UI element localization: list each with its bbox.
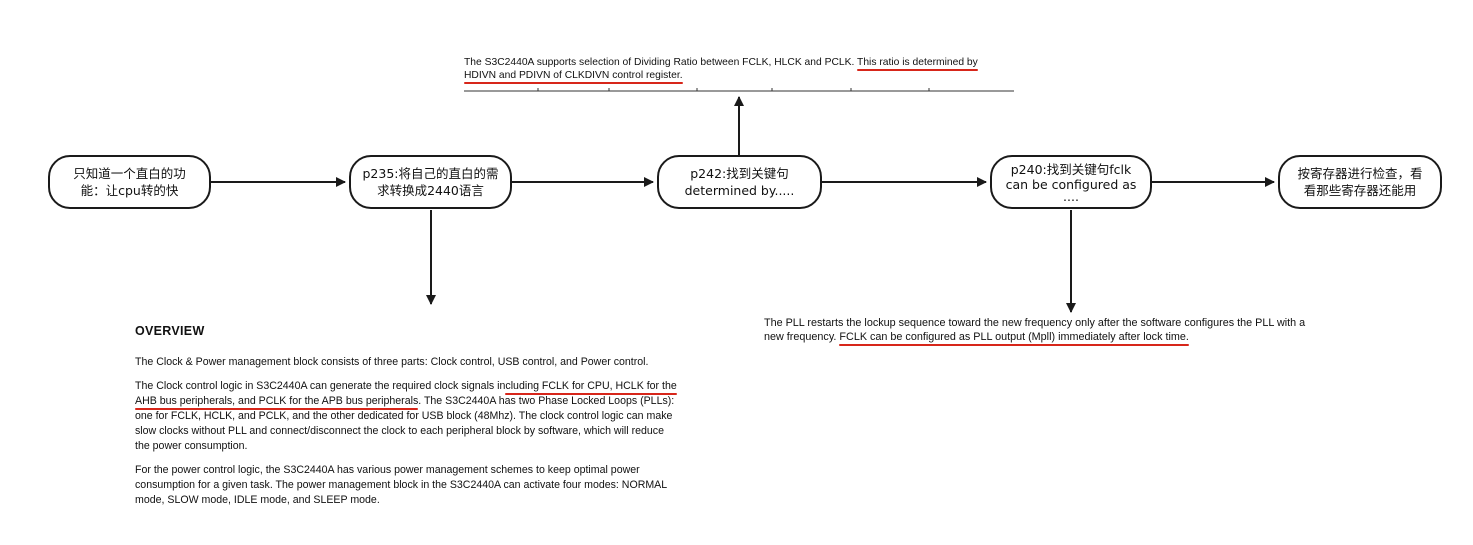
node-p235[interactable]: p235:将自己的直白的需 求转换成2440语言 xyxy=(349,155,512,209)
overview-paragraph-2: The Clock control logic in S3C2440A can … xyxy=(135,379,735,454)
excerpt-text: mode, SLOW mode, IDLE mode, and SLEEP mo… xyxy=(135,494,380,506)
underlined-phrase: This ratio is determined by xyxy=(857,57,978,71)
underlined-phrase: FCLK can be configured as PLL output (Mp… xyxy=(839,331,1189,346)
node-p235-line2: 求转换成2440语言 xyxy=(377,183,484,198)
underlined-phrase: cluding FCLK for CPU, HCLK for the xyxy=(505,380,677,395)
excerpt-text: slow clocks without PLL and connect/disc… xyxy=(135,425,664,437)
excerpt-text: This ratio is determined by xyxy=(857,57,978,68)
node-simple-goal[interactable]: 只知道一个直白的功 能：让cpu转的快 xyxy=(48,155,211,209)
excerpt-text: cluding FCLK for CPU, HCLK for the xyxy=(505,380,677,392)
node-p242[interactable]: p242:找到关键句 determined by..... xyxy=(657,155,822,209)
node-p242-line2: determined by..... xyxy=(684,183,795,198)
excerpt-text: the power consumption. xyxy=(135,440,248,452)
node-p240-line3: .... xyxy=(1063,189,1079,204)
red-underline xyxy=(857,69,978,71)
red-underline xyxy=(135,408,419,410)
excerpt-text: AHB bus peripherals, and PCLK for the AP… xyxy=(135,395,419,407)
excerpt-dividing-ratio: The S3C2440A supports selection of Divid… xyxy=(464,56,1024,84)
excerpt-text: consumption for a given task. The power … xyxy=(135,479,668,491)
excerpt-text: . The S3C2440A has two Phase Locked Loop… xyxy=(418,395,675,407)
red-underline xyxy=(464,82,683,84)
excerpt-dividing-ratio-line1: The S3C2440A supports selection of Divid… xyxy=(464,56,1024,71)
node-simple-goal-line2: 能：让cpu转的快 xyxy=(80,183,179,198)
excerpt-text: FCLK can be configured as PLL output (Mp… xyxy=(839,331,1189,343)
excerpt-pll-lock: The PLL restarts the lockup sequence tow… xyxy=(764,316,1364,346)
table-rule xyxy=(464,88,1014,92)
excerpt-text: The Clock control logic in S3C2440A can … xyxy=(135,380,506,392)
node-p235-line1: p235:将自己的直白的需 xyxy=(362,166,499,181)
node-p240-line1: p240:找到关键句fclk xyxy=(1010,162,1132,177)
underlined-phrase: HDIVN and PDIVN of CLKDIVN control regis… xyxy=(464,70,683,84)
excerpt-text: The S3C2440A supports selection of Divid… xyxy=(464,57,858,68)
excerpt-text: one for FCLK, HCLK, and PCLK, and the ot… xyxy=(135,410,673,422)
node-check-registers-line2: 看那些寄存器还能用 xyxy=(1303,183,1417,198)
excerpt-text: new frequency. xyxy=(764,331,840,343)
node-p242-line1: p242:找到关键句 xyxy=(690,166,789,181)
overview-paragraph-3: For the power control logic, the S3C2440… xyxy=(135,463,735,508)
red-underline xyxy=(839,344,1189,346)
node-check-registers[interactable]: 按寄存器进行检查，看 看那些寄存器还能用 xyxy=(1278,155,1442,209)
node-check-registers-line1: 按寄存器进行检查，看 xyxy=(1297,166,1423,181)
excerpt-pll-line2: new frequency. FCLK can be configured as… xyxy=(764,330,1364,346)
excerpt-overview: OVERVIEW The Clock & Power management bl… xyxy=(135,324,735,517)
node-p240[interactable]: p240:找到关键句fclk can be configured as .... xyxy=(990,155,1152,209)
excerpt-text: For the power control logic, the S3C2440… xyxy=(135,464,640,476)
node-simple-goal-line1: 只知道一个直白的功 xyxy=(73,166,186,181)
overview-paragraph-1: The Clock & Power management block consi… xyxy=(135,356,649,368)
underlined-phrase: AHB bus peripherals, and PCLK for the AP… xyxy=(135,395,419,410)
node-p240-line2: can be configured as xyxy=(1005,177,1137,192)
red-underline xyxy=(505,393,677,395)
excerpt-dividing-ratio-line2: HDIVN and PDIVN of CLKDIVN control regis… xyxy=(464,69,1024,84)
overview-heading: OVERVIEW xyxy=(135,324,205,338)
excerpt-pll-line1: The PLL restarts the lockup sequence tow… xyxy=(764,317,1306,329)
excerpt-text: HDIVN and PDIVN of CLKDIVN control regis… xyxy=(464,70,683,81)
